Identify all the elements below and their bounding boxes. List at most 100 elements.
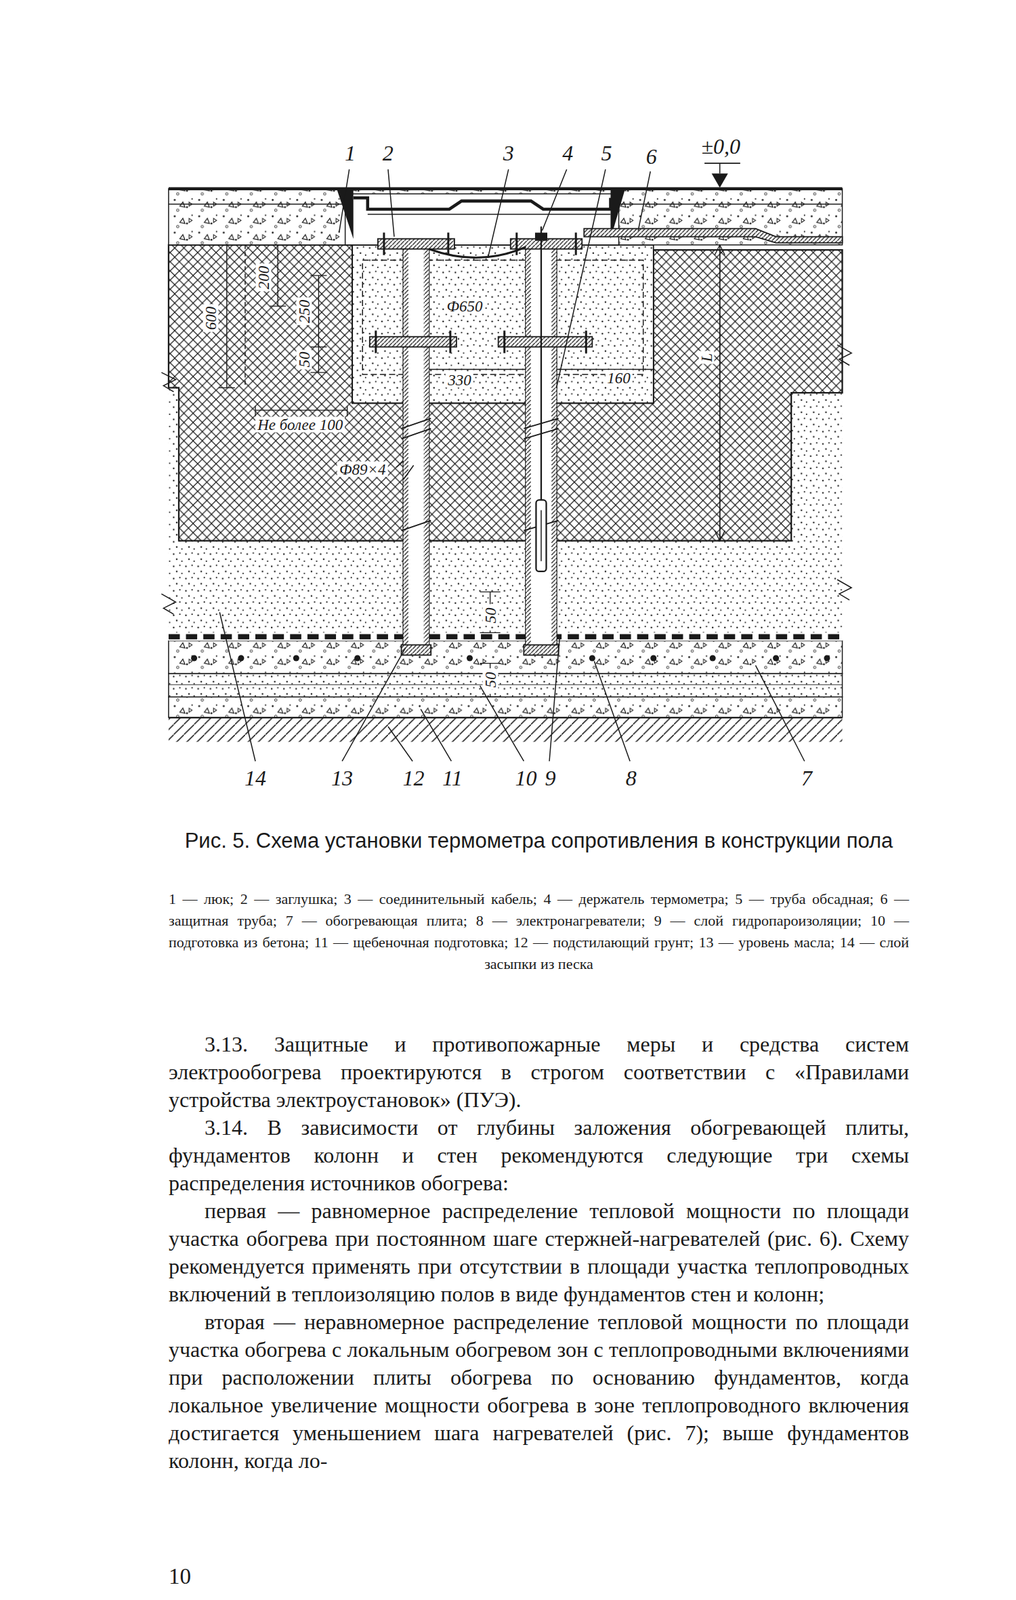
leader-lines bbox=[556, 169, 606, 389]
floor-slab bbox=[345, 193, 620, 245]
soil-layers bbox=[168, 696, 843, 718]
level-mark bbox=[704, 163, 741, 188]
break-lines bbox=[837, 579, 852, 601]
floor-slab bbox=[168, 187, 843, 192]
callout-number: 2 bbox=[382, 142, 394, 164]
leader-lines bbox=[388, 726, 413, 762]
soil-layers bbox=[168, 640, 843, 674]
paragraph: 3.13. Защитные и противопожарные меры и … bbox=[168, 1030, 909, 1115]
casing-pipes bbox=[401, 243, 559, 656]
callout-number: 3 bbox=[503, 142, 515, 164]
dimension-label: 600 bbox=[202, 304, 219, 333]
flanges bbox=[498, 336, 593, 347]
soil-layers bbox=[168, 632, 843, 641]
heater-rods bbox=[589, 655, 596, 662]
leader-lines bbox=[549, 638, 560, 762]
callout-number: 7 bbox=[801, 767, 813, 790]
dimension-lines bbox=[480, 591, 501, 697]
floor-slab bbox=[168, 188, 843, 246]
soil-layers bbox=[168, 684, 843, 686]
leader-lines bbox=[638, 171, 651, 231]
soil-layers bbox=[168, 673, 843, 698]
dimension-lines bbox=[218, 245, 725, 698]
dimension-label: 50 bbox=[296, 349, 313, 370]
casing-pipes bbox=[401, 644, 432, 655]
leader-lines bbox=[488, 169, 509, 258]
leader-lines bbox=[594, 661, 630, 762]
protective-pipe bbox=[583, 228, 842, 244]
leader-lines bbox=[420, 709, 452, 762]
callout-number: 8 bbox=[625, 767, 637, 790]
callout-number: 9 bbox=[545, 767, 557, 790]
hatch-lid bbox=[367, 214, 611, 216]
heater-rods bbox=[772, 655, 779, 662]
thermometer-assembly bbox=[540, 510, 542, 562]
callout-number: 4 bbox=[562, 142, 574, 164]
dimension-label: 50 bbox=[482, 670, 498, 691]
casing-pipes bbox=[525, 243, 532, 654]
thermometer-assembly bbox=[535, 233, 548, 242]
dimension-label: Ф650 bbox=[444, 298, 485, 315]
break-lines bbox=[161, 594, 176, 615]
figure-key: 1 — люк; 2 — заглушка; 3 — соединительны… bbox=[168, 888, 909, 976]
callout-number: 11 bbox=[442, 767, 463, 790]
level-mark bbox=[704, 162, 741, 164]
break-lines bbox=[837, 344, 852, 366]
floor-slab bbox=[168, 188, 843, 246]
callout-number: ±0,0 bbox=[701, 135, 742, 158]
casing-pipes bbox=[401, 520, 559, 532]
break-lines bbox=[161, 372, 176, 393]
break-lines bbox=[161, 344, 852, 615]
callout-number: 5 bbox=[600, 142, 612, 164]
dimension-label: 200 bbox=[255, 264, 271, 292]
dimension-lines bbox=[269, 245, 286, 307]
level-mark bbox=[711, 173, 729, 188]
heater-rods bbox=[650, 655, 657, 662]
heater-rods bbox=[191, 655, 198, 662]
callout-number: 6 bbox=[646, 145, 658, 168]
paragraph: 3.14. В зависимости от глубины заложения… bbox=[168, 1114, 909, 1198]
body-text: 3.13. Защитные и противопожарные меры и … bbox=[168, 1030, 909, 1476]
flanges bbox=[369, 336, 457, 347]
leader-lines bbox=[755, 665, 804, 762]
flanges bbox=[377, 239, 455, 250]
dimension-label: Не более 100 bbox=[255, 417, 345, 433]
callout-number: 13 bbox=[331, 767, 353, 790]
callout-number: 12 bbox=[403, 767, 425, 790]
leader-lines bbox=[388, 169, 395, 237]
dimension-label: Ф89×4 bbox=[337, 461, 389, 478]
insulation-block bbox=[244, 245, 246, 389]
thermometer-assembly bbox=[540, 226, 542, 501]
dimension-lines bbox=[218, 245, 236, 389]
leader-lines bbox=[480, 686, 525, 762]
insulation-block bbox=[168, 245, 843, 542]
heater-rods bbox=[293, 655, 300, 662]
well-fill bbox=[352, 245, 654, 404]
casing-pipes bbox=[551, 243, 557, 654]
leader-lines bbox=[403, 465, 414, 480]
insulation-block bbox=[168, 245, 843, 542]
hatch-lid bbox=[337, 189, 626, 239]
leader-lines bbox=[342, 648, 406, 762]
dimension-lines bbox=[714, 245, 725, 542]
heater-rods bbox=[354, 655, 361, 662]
flanges bbox=[369, 233, 593, 354]
page-number: 10 bbox=[168, 1565, 192, 1589]
dimension-label: L bbox=[699, 350, 715, 364]
heater-rods bbox=[466, 655, 473, 662]
leader-lines bbox=[219, 612, 256, 762]
paragraph: первая — равномерное распределение тепло… bbox=[168, 1197, 909, 1309]
figure-caption: Рис. 5. Схема установки термометра сопро… bbox=[168, 827, 909, 855]
protective-pipe bbox=[583, 228, 842, 244]
casing-pipes bbox=[403, 243, 430, 654]
dimension-lines bbox=[255, 406, 348, 417]
thermometer-assembly bbox=[535, 499, 546, 571]
leader-lines bbox=[541, 169, 567, 231]
soil-layers bbox=[168, 634, 843, 641]
leader-lines bbox=[339, 169, 350, 233]
dimension-lines bbox=[310, 275, 327, 373]
level-mark bbox=[719, 163, 721, 174]
casing-pipes bbox=[403, 243, 410, 654]
thermometer-assembly bbox=[428, 247, 526, 259]
